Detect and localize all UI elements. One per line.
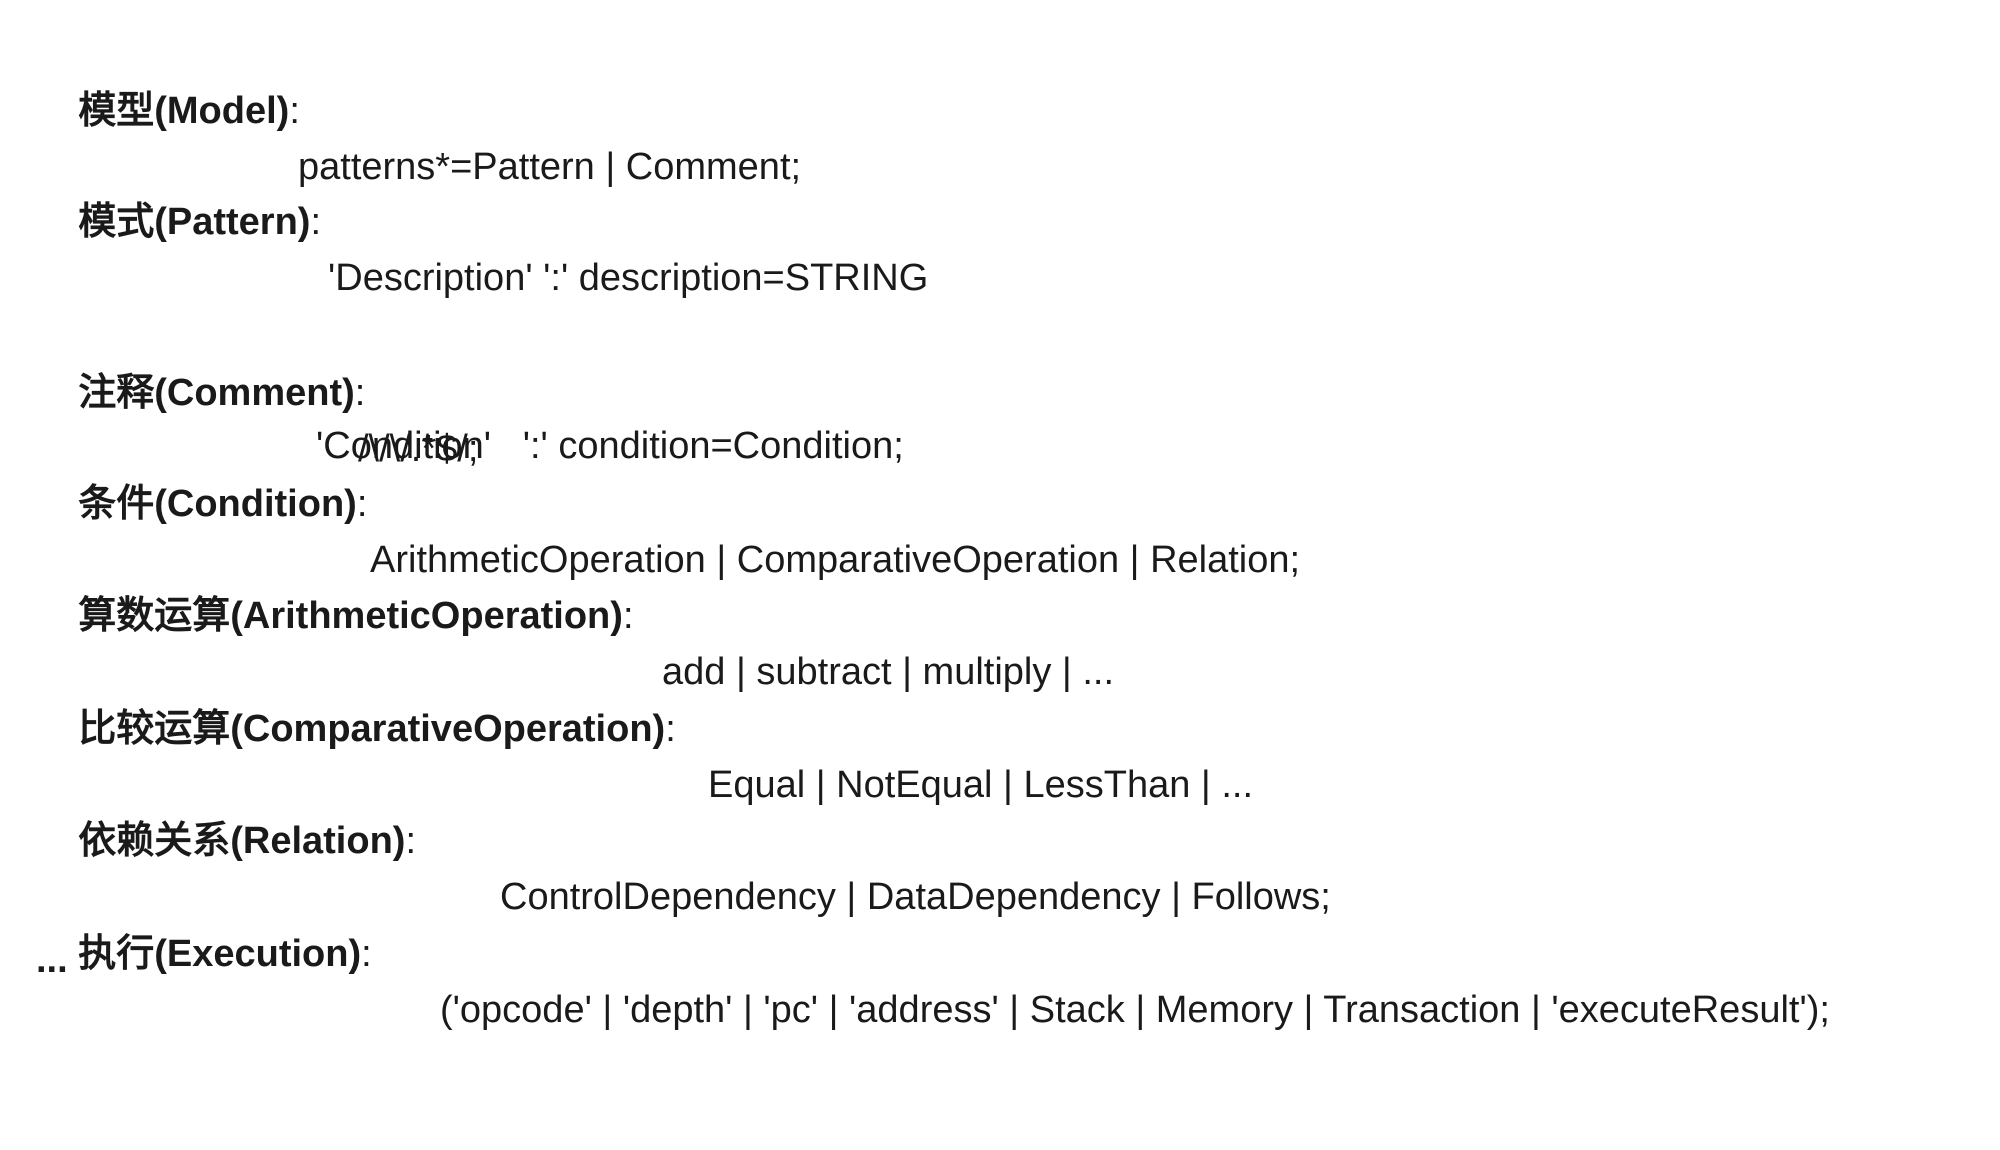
rule-line: Equal | NotEqual | LessThan | ... <box>708 764 1254 806</box>
rule-execution: 执行(Execution): ('opcode' | 'depth' | 'pc… <box>36 870 1830 1094</box>
rule-name: 模式(Pattern) <box>78 201 311 243</box>
rule-name: 模型(Model) <box>78 90 290 132</box>
rule-name: 算数运算(ArithmeticOperation) <box>78 595 623 637</box>
rule-line: 'Description' ':' description=STRING <box>328 257 929 299</box>
rule-separator: : <box>310 201 322 243</box>
grammar-definition: 模型(Model): patterns*=Pattern | Comment; … <box>36 0 1986 1031</box>
rule-comment: 注释(Comment): /\/\/.*$/; <box>36 309 478 533</box>
rule-name: 依赖关系(Relation) <box>78 820 406 862</box>
rule-separator: : <box>354 372 366 414</box>
rule-line: 'Condition' ':' condition=Condition; <box>316 425 904 467</box>
rule-comparative-operation: 比较运算(ComparativeOperation): Equal | NotE… <box>36 645 1253 869</box>
rule-line: ArithmeticOperation | ComparativeOperati… <box>370 539 1301 581</box>
rule-condition: 条件(Condition): ArithmeticOperation | Com… <box>36 420 1300 644</box>
rule-line: ControlDependency | DataDependency | Fol… <box>500 876 1331 918</box>
rule-body: patterns*=Pattern | Comment; <box>298 27 801 307</box>
rule-separator: : <box>289 90 300 132</box>
rule-body: ArithmeticOperation | ComparativeOperati… <box>370 420 1300 700</box>
rule-separator: : <box>356 483 368 525</box>
rule-line: ('opcode' | 'depth' | 'pc' | 'address' |… <box>440 989 1830 1031</box>
rule-body: Equal | NotEqual | LessThan | ... <box>708 645 1253 925</box>
rule-model: 模型(Model): patterns*=Pattern | Comment; <box>36 27 801 251</box>
rule-body: add | subtract | multiply | ... <box>662 532 1114 812</box>
rule-separator: : <box>665 708 676 750</box>
rule-name: 比较运算(ComparativeOperation) <box>78 708 666 750</box>
rule-name: 条件(Condition) <box>78 483 357 525</box>
rule-line: add | subtract | multiply | ... <box>662 651 1115 693</box>
rule-body: ('opcode' | 'depth' | 'pc' | 'address' |… <box>440 870 1830 1150</box>
rule-arithmetic-operation: 算数运算(ArithmeticOperation): add | subtrac… <box>36 532 1114 756</box>
trailing-ellipsis: ... <box>36 939 68 981</box>
rule-name: 注释(Comment) <box>78 372 355 414</box>
rule-line: /\/\/.*$/; <box>358 428 479 470</box>
rule-line: patterns*=Pattern | Comment; <box>298 146 802 188</box>
rule-body: /\/\/.*$/; <box>358 309 478 589</box>
rule-body: 'Description' ':' description=STRING 'Co… <box>316 138 929 586</box>
rule-separator: : <box>361 933 372 975</box>
rule-separator: : <box>622 595 634 637</box>
rule-relation: 依赖关系(Relation): ControlDependency | Data… <box>36 757 1331 981</box>
rule-pattern: 模式(Pattern): 'Description' ':' descripti… <box>36 138 928 467</box>
rule-separator: : <box>405 820 417 862</box>
rule-name: 执行(Execution) <box>78 933 362 975</box>
rule-body: ControlDependency | DataDependency | Fol… <box>500 757 1331 1037</box>
